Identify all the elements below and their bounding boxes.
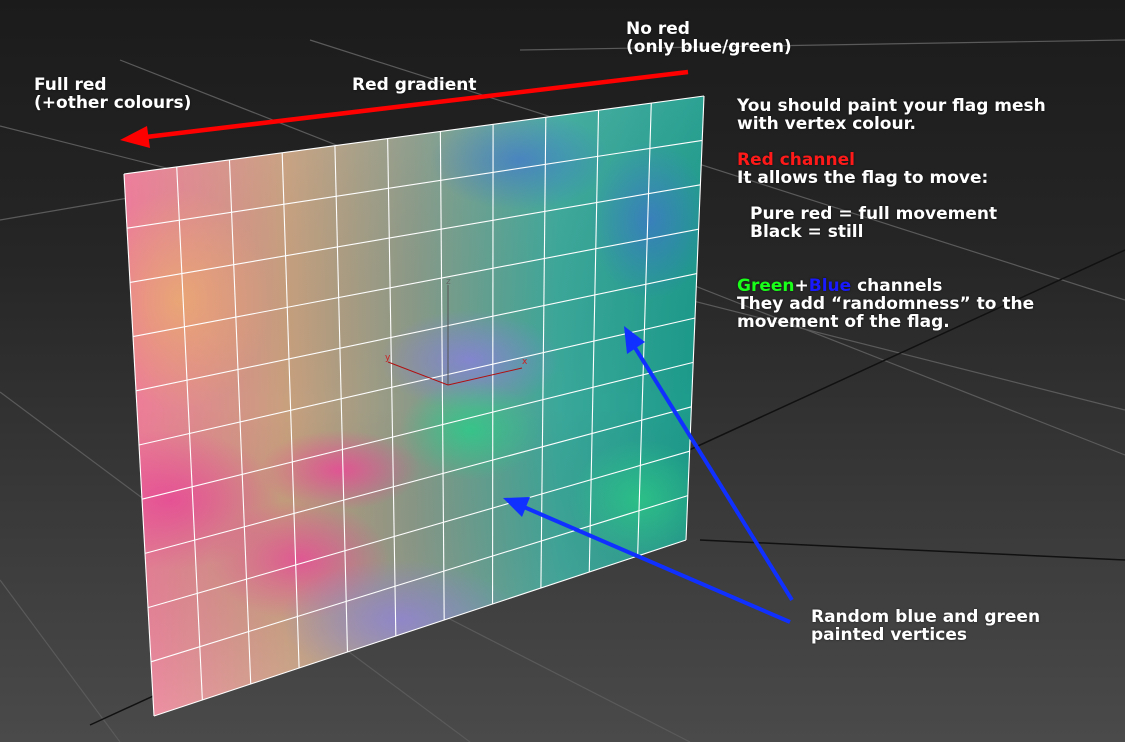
- mesh-edge-horizontal: [144, 406, 692, 554]
- instructions-panel: You should paint your flag mesh with ver…: [737, 97, 1046, 331]
- red-channel-description: It allows the flag to move:: [737, 168, 989, 188]
- no-red-label: No red: [626, 19, 690, 39]
- mesh-edge-horizontal: [135, 273, 697, 392]
- green-blue-channels-title: Green+Blue channels: [737, 277, 1046, 295]
- gizmo-z-label: z: [446, 277, 451, 287]
- mesh-wireframe: [123, 95, 705, 717]
- red-gradient-arrow-icon: [120, 69, 689, 148]
- paint-instruction-line1: You should paint your flag mesh: [737, 96, 1046, 116]
- random-vertices-line2: painted vertices: [811, 625, 967, 645]
- blue-word: Blue: [808, 276, 852, 296]
- paint-instruction-line2: with vertex colour.: [737, 114, 916, 134]
- random-vertices-annotation: Random blue and green painted vertices: [811, 608, 1040, 644]
- no-red-sublabel: (only blue/green): [626, 37, 792, 57]
- mesh-edge-horizontal: [132, 228, 699, 338]
- full-red-annotation: Full red (+other colours): [34, 76, 191, 112]
- blue-pointer-arrow-icon: [503, 326, 794, 624]
- mesh-edge-horizontal: [129, 184, 701, 283]
- green-blue-description-line1: They add “randomness” to the: [737, 294, 1035, 314]
- pure-red-note: Pure red = full movement: [750, 204, 998, 224]
- random-vertices-line1: Random blue and green: [811, 607, 1041, 627]
- mesh-edge-horizontal: [153, 539, 687, 717]
- red-channel-title: Red channel: [737, 150, 855, 170]
- plus-sign: +: [794, 276, 809, 296]
- green-blue-description-line2: movement of the flag.: [737, 312, 950, 332]
- mesh-edge-horizontal: [147, 450, 690, 609]
- mesh-edge-horizontal: [126, 139, 703, 229]
- gizmo-y-label: y: [385, 353, 391, 363]
- gizmo-x-label: x: [522, 357, 528, 367]
- channels-word: channels: [851, 276, 943, 296]
- mesh-edge-horizontal: [138, 317, 696, 446]
- full-red-label: Full red: [34, 75, 107, 95]
- mesh-edge-horizontal: [123, 95, 705, 175]
- mesh-edge-horizontal: [141, 361, 694, 500]
- axis-gizmo: z y x: [385, 277, 528, 386]
- full-red-sublabel: (+other colours): [34, 93, 192, 113]
- no-red-annotation: No red (only blue/green): [626, 20, 792, 56]
- black-still-note: Black = still: [750, 222, 864, 242]
- mesh-edge-horizontal: [150, 495, 688, 663]
- red-gradient-label: Red gradient: [352, 75, 477, 95]
- green-word: Green: [737, 276, 795, 296]
- flag-mesh[interactable]: [60, 95, 710, 717]
